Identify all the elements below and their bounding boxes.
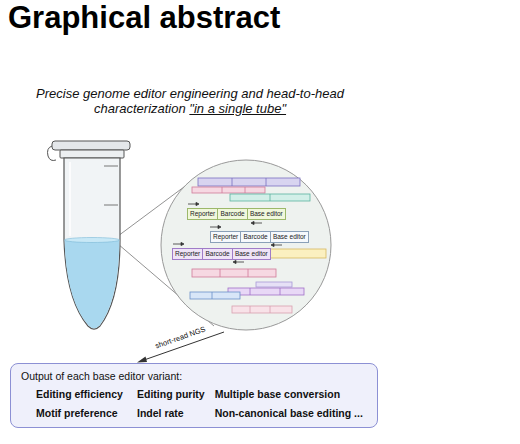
segment-label: Base editor: [250, 210, 283, 217]
output-heading: Output of each base editor variant:: [21, 370, 182, 383]
output-item: Multiple base conversion: [215, 388, 340, 401]
segment-label: Reporter: [190, 210, 215, 217]
output-item: Editing purity: [137, 388, 205, 401]
output-item: Indel rate: [137, 407, 184, 420]
construct-segment: Base editor: [232, 248, 271, 260]
segment-label: Barcode: [205, 250, 229, 257]
construct-segment: Barcode: [217, 208, 247, 220]
segment-label: Base editor: [273, 233, 306, 240]
construct-segment: Barcode: [240, 231, 270, 243]
output-item: Editing efficiency: [36, 388, 123, 401]
subtitle: Precise genome editor engineering and he…: [25, 86, 355, 116]
output-box: Output of each base editor variant: Editi…: [10, 363, 378, 428]
tube-icon: [48, 141, 131, 329]
primer-arrows: [173, 202, 282, 263]
construct-segment: Reporter: [172, 248, 203, 260]
segment-label: Barcode: [220, 210, 244, 217]
construct-segment: Base editor: [247, 208, 286, 220]
construct-segment: Reporter: [187, 208, 218, 220]
segment-label: Base editor: [235, 250, 268, 257]
segment-label: Reporter: [213, 233, 238, 240]
title: Graphical abstract: [8, 0, 280, 37]
output-item: Non-canonical base editing ...: [215, 407, 363, 420]
segment-label: Barcode: [243, 233, 267, 240]
arrow-label: short-read NGS: [153, 324, 207, 351]
construct-segment: Reporter: [210, 231, 241, 243]
output-item: Motif preference: [36, 407, 118, 420]
zoom-circle: [161, 160, 331, 330]
construct-segment: Barcode: [202, 248, 232, 260]
construct-segment: Base editor: [270, 231, 309, 243]
subtitle-emphasis: "in a single tube": [189, 101, 286, 116]
read-fragments: [190, 178, 326, 313]
segment-label: Reporter: [175, 250, 200, 257]
